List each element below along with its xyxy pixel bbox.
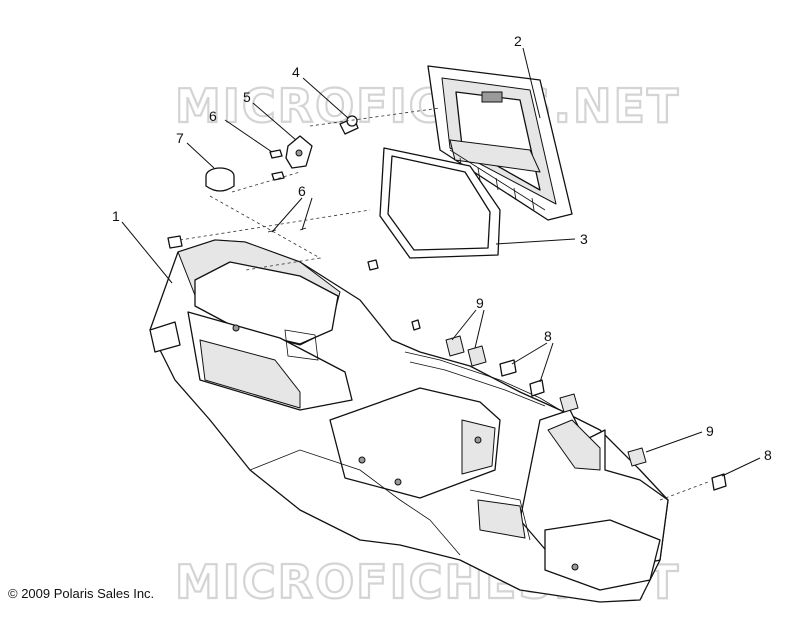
callout-7: 7 (176, 130, 184, 146)
callout-6-lower: 6 (298, 183, 306, 199)
latch-bracket (285, 135, 313, 169)
callout-6-upper: 6 (209, 108, 217, 124)
screws (167, 149, 421, 331)
bumper (205, 167, 235, 192)
callout-8-upper: 8 (544, 328, 552, 344)
copyright-notice: © 2009 Polaris Sales Inc. (8, 586, 155, 601)
leader-lines (121, 47, 761, 477)
clips (445, 335, 647, 467)
callout-2: 2 (514, 33, 522, 49)
callout-1: 1 (112, 208, 120, 224)
callout-8-lower: 8 (764, 447, 772, 463)
dashboard-panel (149, 239, 669, 603)
striker (339, 115, 359, 135)
door-seal (379, 147, 501, 259)
callout-4: 4 (292, 64, 300, 80)
callout-5: 5 (243, 89, 251, 105)
callout-3: 3 (580, 231, 588, 247)
push-rivets (499, 359, 727, 491)
callout-9-lower: 9 (706, 423, 714, 439)
glove-box-door (427, 65, 573, 221)
callout-9-upper: 9 (476, 295, 484, 311)
watermark-top: MICROFICHES.NET (175, 79, 680, 133)
